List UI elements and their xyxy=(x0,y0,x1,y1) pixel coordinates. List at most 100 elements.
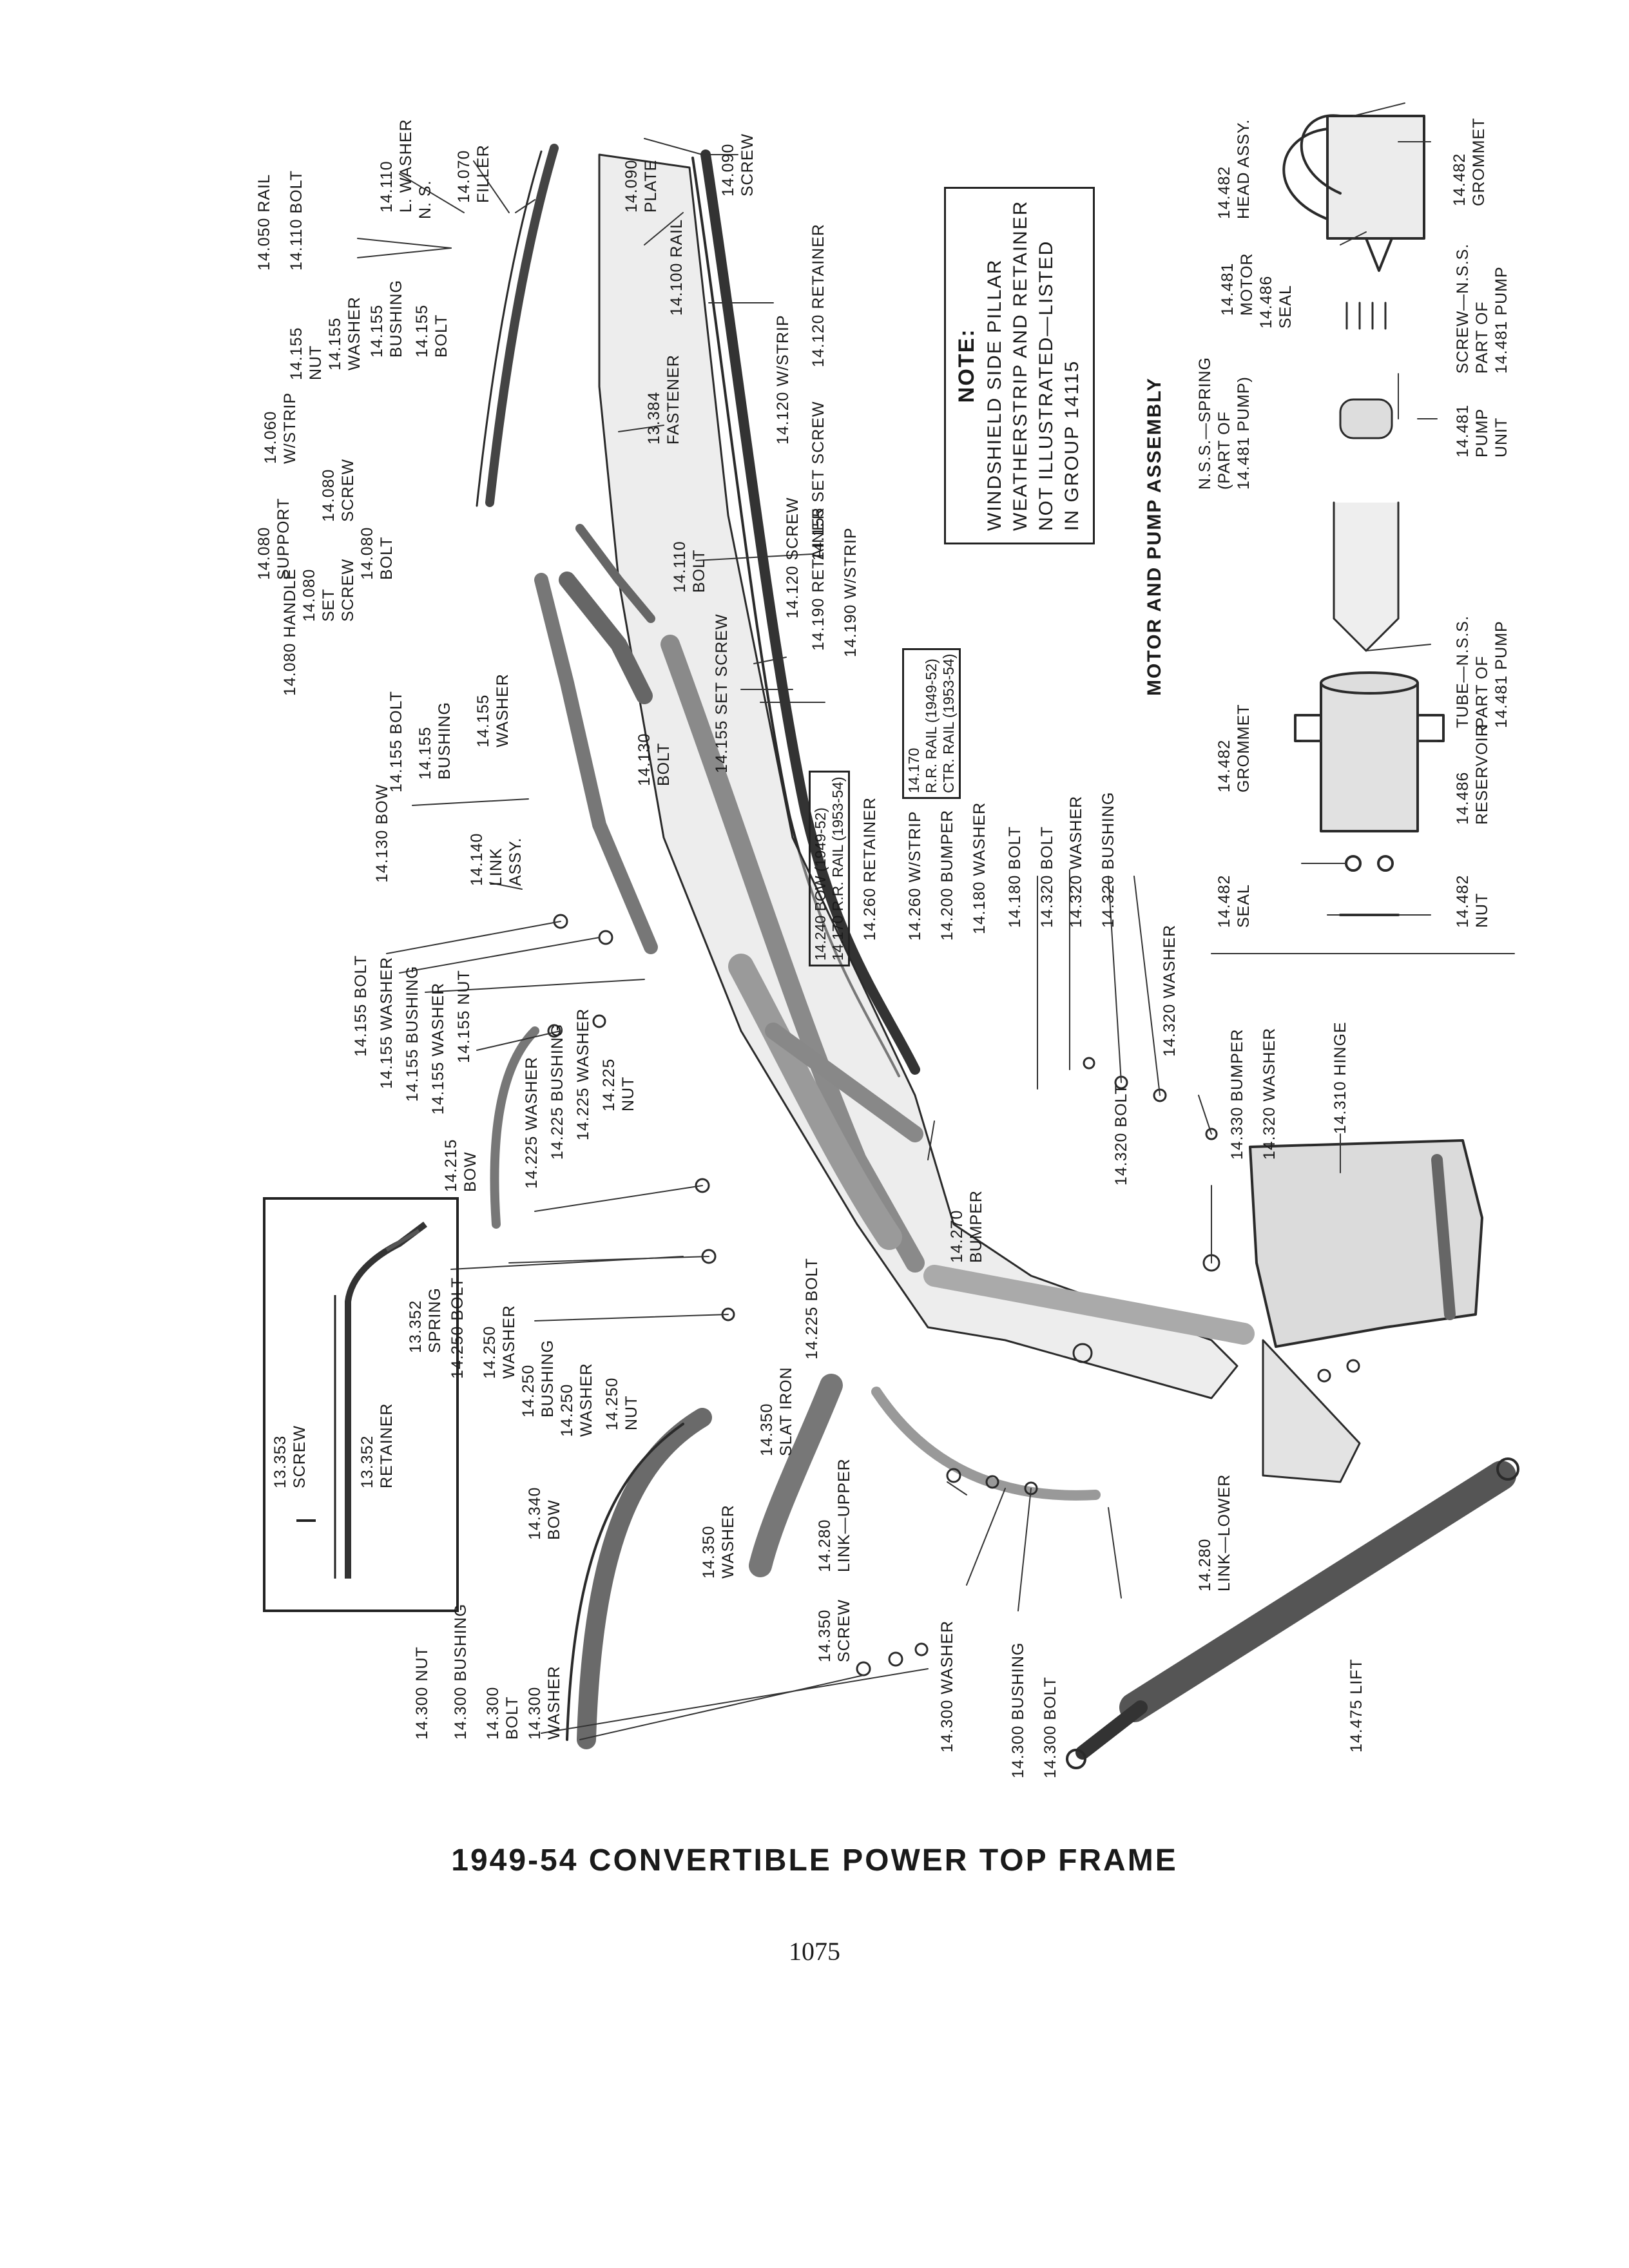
callout-c41: 14.320 WASHER xyxy=(1067,795,1085,928)
page-number: 1075 xyxy=(789,1937,840,1966)
callout-b2: 14.240 BOW (1949-52) 14.170 R.R. RAIL (1… xyxy=(809,771,850,966)
note-line: WINDSHIELD SIDE PILLAR xyxy=(984,258,1005,531)
reservoir xyxy=(1294,671,1445,916)
callout-c35: 14.260 RETAINER xyxy=(861,797,879,941)
callout-b1: 14.170 R.R. RAIL (1949-52) CTR. RAIL (19… xyxy=(902,648,961,799)
note-box: NOTE: WINDSHIELD SIDE PILLAR WEATHERSTRI… xyxy=(944,186,1095,544)
callout-c39: 14.180 BOLT xyxy=(1006,826,1024,928)
bow-14340 xyxy=(577,1408,712,1749)
callout-line: 14.240 BOW (1949-52) xyxy=(812,807,829,961)
callout-c01: 14.050 RAIL xyxy=(255,174,273,271)
callout-c51: 14.225 BUSHING xyxy=(548,1023,566,1160)
callout-c64: 14.225 BOLT xyxy=(803,1258,821,1360)
lift-cylinder xyxy=(1119,1461,1516,1722)
callout-c55: 14.330 BUMPER xyxy=(1228,1028,1246,1160)
callout-c02: 14.110 BOLT xyxy=(287,170,305,271)
callout-line: 14.170 xyxy=(905,747,922,793)
motor-section-title: MOTOR AND PUMP ASSEMBLY xyxy=(1144,377,1165,696)
callout-c17: 14.080 HANDLE xyxy=(281,568,299,696)
callout-c18: 14.100 RAIL xyxy=(668,219,686,316)
callout-c56: 14.320 WASHER xyxy=(1260,1027,1278,1160)
callout-c25: 14.190 RETAINER xyxy=(809,507,827,651)
note-heading: NOTE: xyxy=(954,328,979,403)
callout-c78: 14.300 WASHER xyxy=(938,1620,956,1753)
callout-c42: 14.320 BUSHING xyxy=(1099,791,1117,928)
bow-14215 xyxy=(490,1026,539,1229)
callout-c31: 14.155 SET SCREW xyxy=(713,613,731,773)
front-rail xyxy=(700,149,920,1075)
callout-c43: 14.320 WASHER xyxy=(1161,924,1179,1057)
inset-box xyxy=(263,1197,459,1612)
callout-c47: 14.155 WASHER xyxy=(429,982,447,1115)
callout-c57: 14.310 HINGE xyxy=(1331,1021,1349,1134)
callout-c58: 14.320 BOLT xyxy=(1112,1084,1130,1186)
callout-c21: 14.120 W/STRIP xyxy=(774,314,792,445)
callout-c40: 14.320 BOLT xyxy=(1038,826,1056,928)
motor-head-assembly xyxy=(1282,114,1425,272)
note-line: IN GROUP 14115 xyxy=(1061,360,1083,531)
callout-c45: 14.155 WASHER xyxy=(378,956,396,1089)
page-title: 1949-54 CONVERTIBLE POWER TOP FRAME xyxy=(451,1843,1178,1878)
callout-c46: 14.155 BUSHING xyxy=(403,965,421,1102)
callout-c75: 14.300 BUSHING xyxy=(452,1603,470,1740)
callout-c52: 14.225 WASHER xyxy=(574,1008,592,1140)
callout-c44: 14.155 BOLT xyxy=(352,955,370,1057)
callout-c80: 14.300 BOLT xyxy=(1041,1677,1059,1778)
callout-c74: 14.300 NUT xyxy=(413,1646,431,1740)
callout-c28: 14.155 BOLT xyxy=(387,691,405,793)
callout-c32: 14.130 BOW xyxy=(373,783,391,883)
note-line: NOT ILLUSTRATED—LISTED xyxy=(1036,240,1057,531)
callout-c20: 14.120 RETAINER xyxy=(809,224,827,367)
callout-c36: 14.260 W/STRIP xyxy=(906,811,924,941)
callout-line: 14.170 R.R. RAIL (1953-54) xyxy=(829,776,846,961)
callout-c38: 14.180 WASHER xyxy=(970,802,988,934)
callout-c79: 14.300 BUSHING xyxy=(1009,1642,1027,1778)
callout-c24: 14.120 SCREW xyxy=(784,497,802,619)
callout-c37: 14.200 BUMPER xyxy=(938,809,956,941)
callout-c48: 14.155 NUT xyxy=(455,970,473,1063)
